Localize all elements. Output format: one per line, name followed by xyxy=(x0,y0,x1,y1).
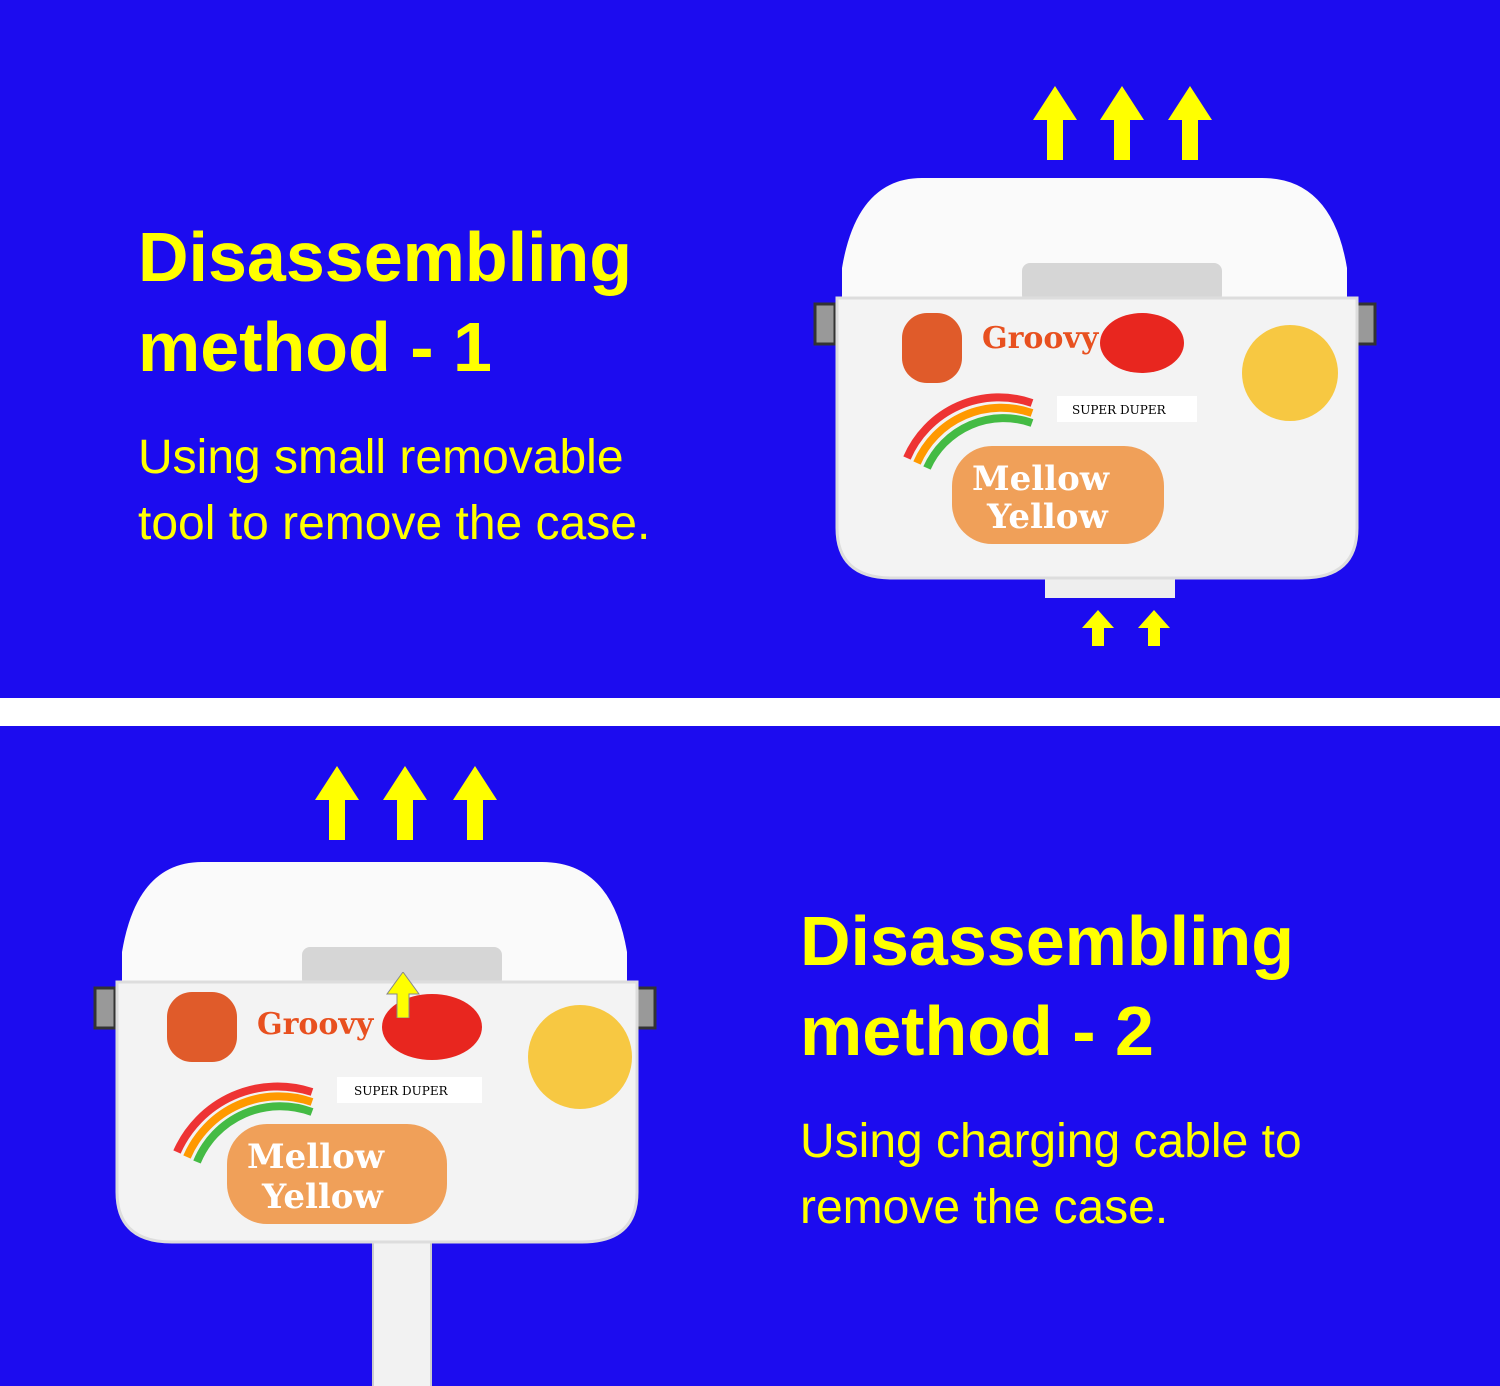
heading-line: method - 1 xyxy=(138,308,492,386)
svg-text:Yellow: Yellow xyxy=(261,1177,383,1217)
svg-text:Yellow: Yellow xyxy=(986,497,1108,537)
charging-cable xyxy=(372,1230,432,1386)
svg-text:SUPER DUPER: SUPER DUPER xyxy=(354,1084,449,1098)
heading-line: Disassembling xyxy=(800,902,1295,980)
method-2-heading: Disassembling method - 2 xyxy=(800,896,1294,1076)
svg-text:Mellow: Mellow xyxy=(972,459,1110,499)
svg-text:Groovy: Groovy xyxy=(982,321,1100,356)
description-line: tool to remove the case. xyxy=(138,497,651,550)
airpods-case: Groovy SUPER DUPER Mellow Yellow xyxy=(813,178,1377,598)
airpods-case: Groovy SUPER DUPER Mellow Yellow xyxy=(93,862,657,1244)
svg-text:SUPER DUPER: SUPER DUPER xyxy=(1072,403,1167,417)
method-1-heading: Disassembling method - 1 xyxy=(138,212,632,392)
heading-line: method - 2 xyxy=(800,992,1154,1070)
small-up-arrows-icon xyxy=(1082,610,1170,646)
heading-line: Disassembling xyxy=(138,218,633,296)
description-line: remove the case. xyxy=(800,1181,1169,1234)
svg-text:Groovy: Groovy xyxy=(257,1007,375,1042)
svg-text:Mellow: Mellow xyxy=(247,1137,385,1177)
up-arrows-icon xyxy=(1033,86,1212,160)
up-arrows-icon xyxy=(315,766,497,840)
method-1-description: Using small removable tool to remove the… xyxy=(138,425,650,557)
method-2-description: Using charging cable to remove the case. xyxy=(800,1109,1302,1241)
cable-up-arrow-icon xyxy=(386,972,420,1018)
description-line: Using charging cable to xyxy=(800,1115,1302,1168)
description-line: Using small removable xyxy=(138,431,624,484)
divider xyxy=(0,698,1500,726)
